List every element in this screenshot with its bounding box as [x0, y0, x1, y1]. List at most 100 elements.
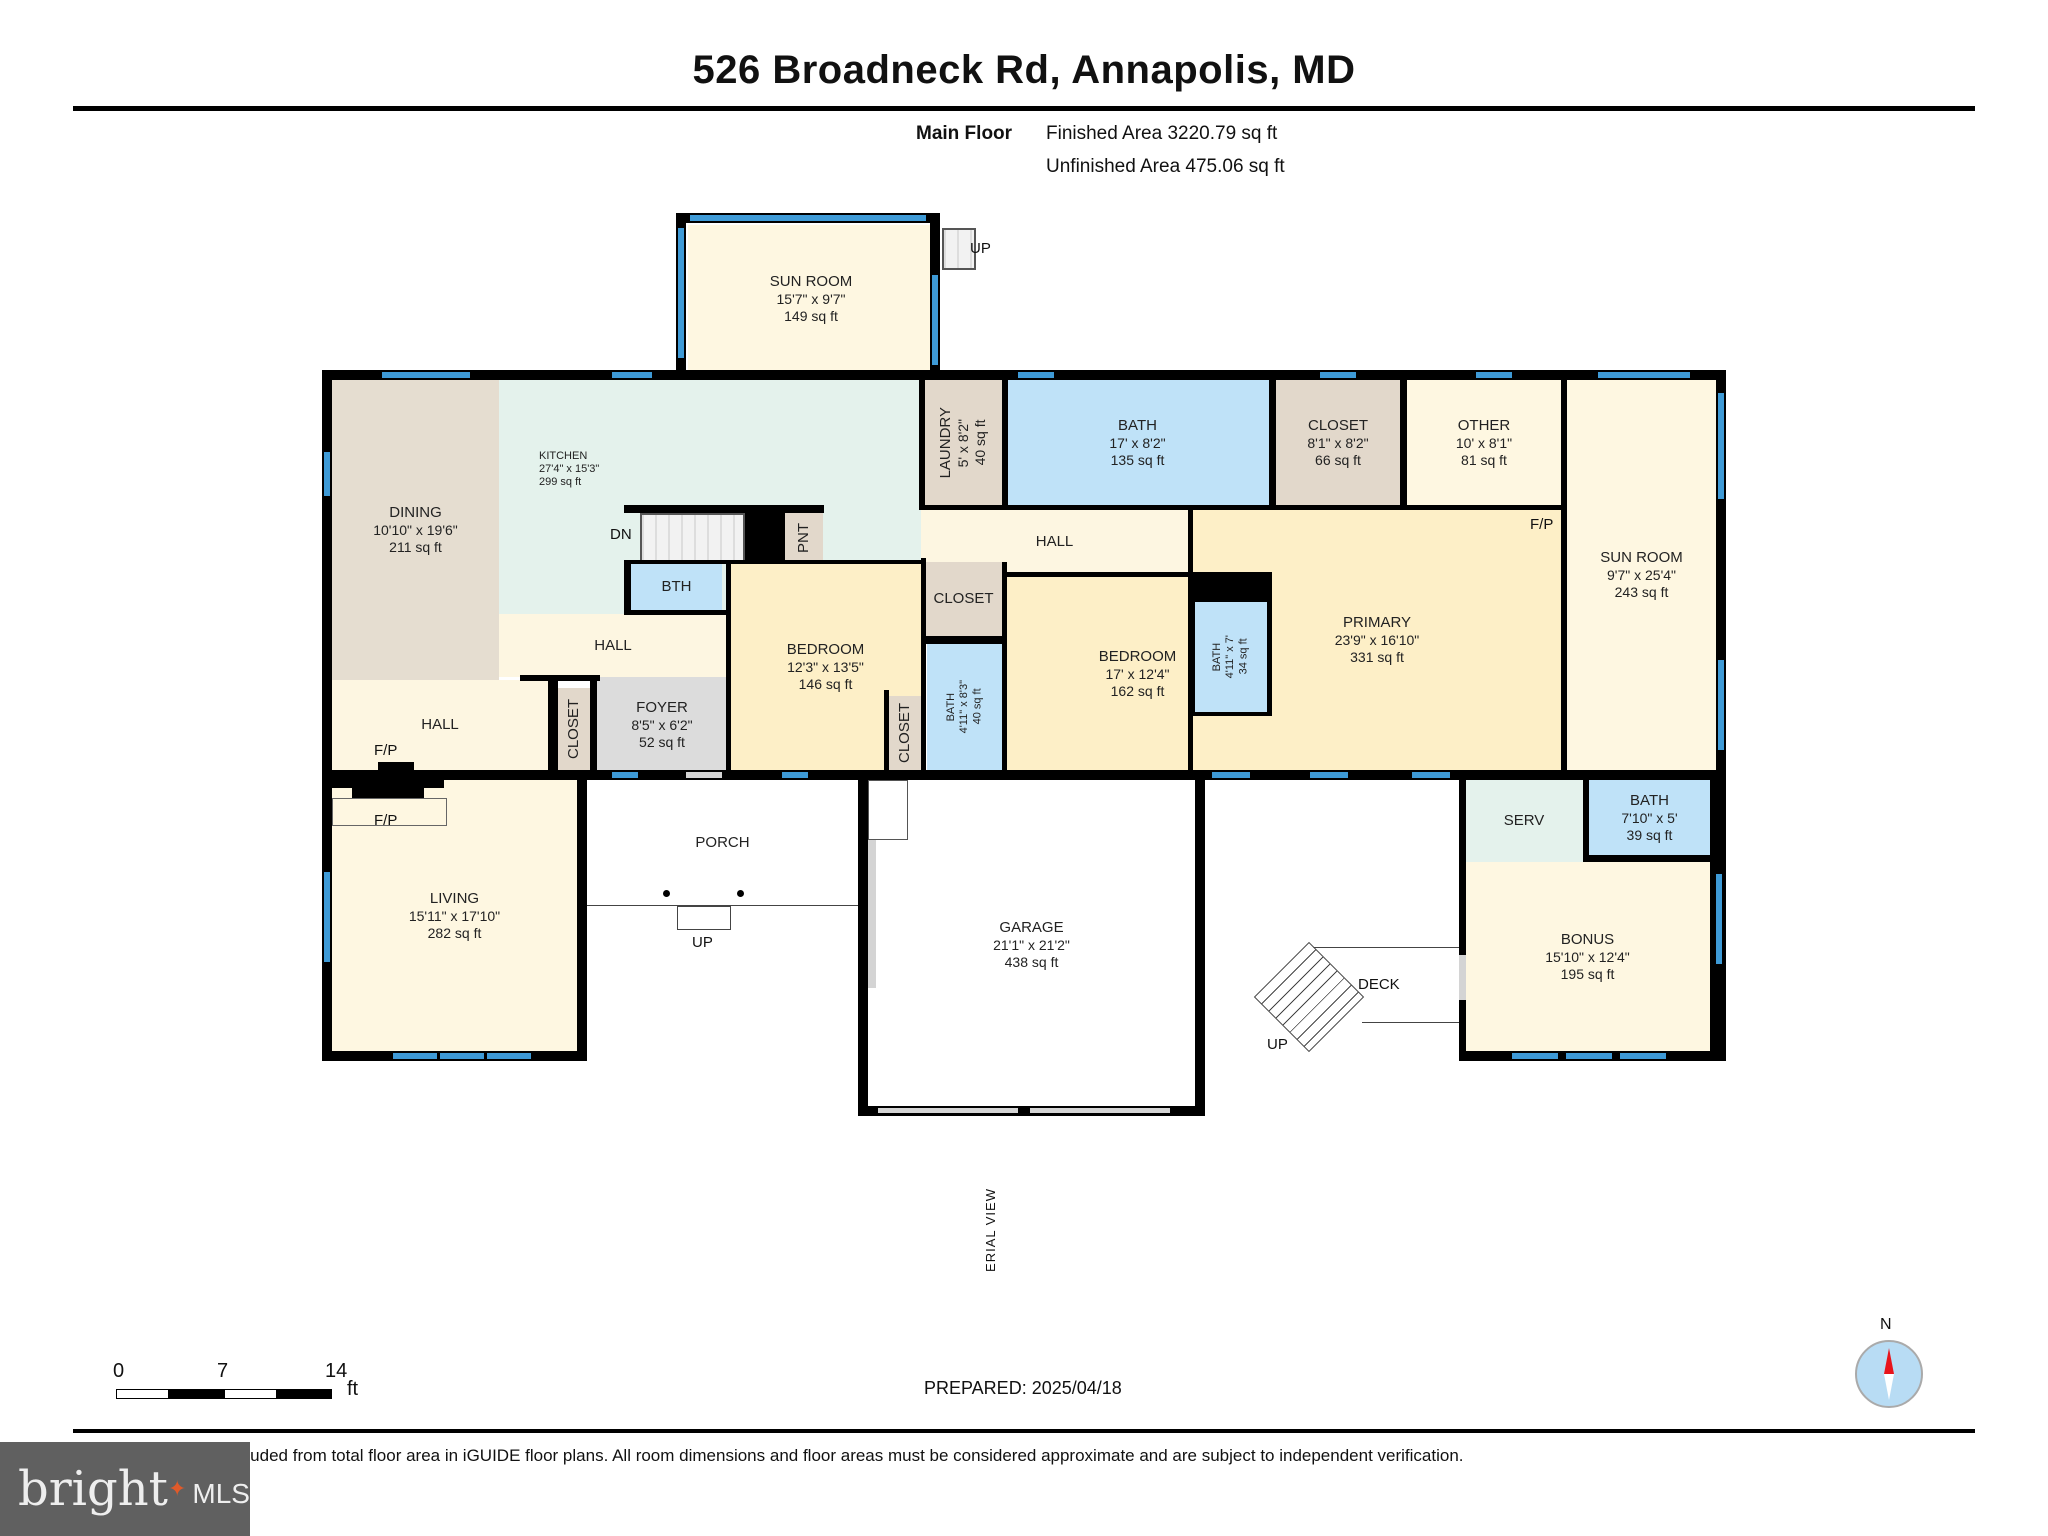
garage-door[interactable] — [1030, 1108, 1170, 1113]
room-name: GARAGE — [999, 919, 1064, 937]
room-hall-mid[interactable]: HALL — [499, 614, 727, 677]
fireplace-primary-label: F/P — [1530, 516, 1554, 533]
room-dims: 15'7" x 9'7" — [776, 290, 846, 307]
compass-north-label: N — [1880, 1316, 1892, 1333]
room-area: 211 sq ft — [389, 539, 442, 555]
room-living[interactable]: LIVING 15'11" x 17'10" 282 sq ft — [332, 780, 577, 1051]
room-bath-mid[interactable]: BATH 4'11" x 8'3" 40 sq ft — [927, 644, 1002, 770]
room-name: CLOSET — [565, 698, 582, 759]
room-bath-bonus[interactable]: BATH 7'10" x 5' 39 sq ft — [1589, 780, 1710, 855]
wall — [1583, 855, 1710, 862]
room-closet-foyer[interactable]: CLOSET — [558, 688, 590, 770]
room-foyer[interactable]: FOYER 8'5" x 6'2" 52 sq ft — [597, 677, 727, 773]
fireplace-hall — [378, 762, 414, 770]
aerial-view-label: ERIAL VIEW — [983, 1188, 998, 1272]
bonus-door[interactable] — [1459, 955, 1466, 1000]
room-closet-mid[interactable]: CLOSET — [925, 562, 1002, 636]
wall — [726, 560, 731, 770]
room-area: 146 sq ft — [798, 676, 853, 692]
wall — [1269, 380, 1276, 509]
window — [1018, 372, 1054, 378]
wall — [884, 690, 889, 770]
garage-door[interactable] — [878, 1108, 1018, 1113]
wall — [624, 560, 924, 564]
scale-tick-0: 0 — [113, 1360, 125, 1382]
wall — [1459, 776, 1466, 1061]
room-area: 40 sq ft — [971, 688, 984, 726]
room-laundry[interactable]: LAUNDRY 5' x 8'2" 40 sq ft — [923, 380, 1002, 505]
room-sun-room-right[interactable]: SUN ROOM 9'7" x 25'4" 243 sq ft — [1567, 380, 1716, 770]
room-dims: 7'10" x 5' — [1621, 809, 1678, 826]
wall — [1188, 509, 1193, 770]
room-hall-left[interactable]: HALL — [332, 680, 548, 770]
wall-south-main — [322, 770, 1726, 780]
window — [612, 372, 652, 378]
room-pnt[interactable]: PNT — [785, 513, 823, 562]
room-bth[interactable]: BTH — [631, 563, 722, 610]
room-name: OTHER — [1457, 416, 1511, 434]
room-dims: 10'10" x 19'6" — [373, 522, 458, 539]
room-dims: 15'11" x 17'10" — [408, 907, 501, 924]
window — [1512, 1053, 1558, 1059]
garage-ramp — [868, 840, 876, 988]
header-divider — [73, 106, 1975, 111]
room-dims: 10' x 8'1" — [1455, 434, 1513, 451]
floor-label: Main Floor — [916, 123, 1013, 144]
room-sun-room-top[interactable]: SUN ROOM 15'7" x 9'7" 149 sq ft — [688, 225, 934, 372]
wall — [1583, 780, 1589, 862]
window — [932, 275, 938, 365]
scale-segment — [169, 1389, 224, 1399]
room-serv[interactable]: SERV — [1465, 780, 1583, 862]
room-closet-bedroom[interactable]: CLOSET — [888, 696, 921, 770]
wall — [1002, 572, 1192, 577]
fireplace-hearth — [352, 788, 424, 798]
fireplace-hall-label: F/P — [374, 742, 398, 759]
wall — [1002, 562, 1007, 770]
deck-label: DECK — [1358, 976, 1400, 993]
room-area: 34 sq ft — [1237, 638, 1250, 676]
wall — [1002, 380, 1008, 509]
unfinished-area: Unfinished Area 475.06 sq ft — [1046, 156, 1285, 177]
room-name: PRIMARY — [1342, 613, 1412, 631]
room-name: BONUS — [1560, 930, 1615, 948]
room-dims: 17' x 8'2" — [1109, 434, 1166, 451]
room-bath-main[interactable]: BATH 17' x 8'2" 135 sq ft — [1006, 380, 1269, 505]
property-title: 526 Broadneck Rd, Annapolis, MD — [692, 48, 1356, 92]
room-dims: 27'4" x 15'3" — [539, 463, 600, 476]
room-name: LIVING — [429, 889, 480, 907]
wall — [858, 776, 868, 1116]
scale-segment — [277, 1389, 332, 1399]
room-area: 135 sq ft — [1110, 451, 1165, 468]
room-name: PNT — [795, 522, 812, 553]
room-area: 162 sq ft — [1110, 682, 1165, 699]
logo-brand: bright — [18, 1461, 168, 1517]
room-closet-top[interactable]: CLOSET 8'1" x 8'2" 66 sq ft — [1276, 380, 1400, 505]
room-dims: 23'9" x 16'10" — [1334, 631, 1420, 648]
room-area: 40 sq ft — [971, 419, 988, 466]
scale-unit: ft — [347, 1378, 359, 1400]
scale-segment — [224, 1389, 277, 1399]
stairs-down-label: DN — [610, 526, 632, 543]
front-door[interactable] — [686, 772, 722, 778]
window — [1320, 372, 1356, 378]
room-name: DINING — [389, 504, 442, 522]
room-bonus[interactable]: BONUS 15'10" x 12'4" 195 sq ft — [1465, 862, 1710, 1051]
room-bath-small[interactable]: BATH 4'11" x 7' 34 sq ft — [1195, 602, 1267, 712]
room-name: CLOSET — [895, 702, 913, 763]
room-name: CLOSET — [1307, 416, 1368, 434]
room-other[interactable]: OTHER 10' x 8'1" 81 sq ft — [1407, 380, 1561, 505]
room-dining[interactable]: DINING 10'10" x 19'6" 211 sq ft — [332, 380, 499, 680]
garage-steps — [868, 780, 908, 840]
room-garage[interactable]: GARAGE 21'1" x 21'2" 438 sq ft — [868, 780, 1195, 1110]
logo-suffix: MLS — [192, 1478, 250, 1509]
room-porch[interactable]: PORCH — [587, 780, 858, 905]
footer-divider — [73, 1429, 1975, 1433]
window — [678, 228, 684, 358]
wall — [921, 636, 1006, 644]
stairs-down — [640, 513, 745, 562]
room-area: 331 sq ft — [1350, 648, 1404, 665]
scale-tick-7: 7 — [217, 1360, 229, 1382]
room-name: SUN ROOM — [1600, 549, 1683, 567]
wall-west — [322, 370, 332, 1060]
finished-area: Finished Area 3220.79 sq ft — [1046, 123, 1278, 144]
